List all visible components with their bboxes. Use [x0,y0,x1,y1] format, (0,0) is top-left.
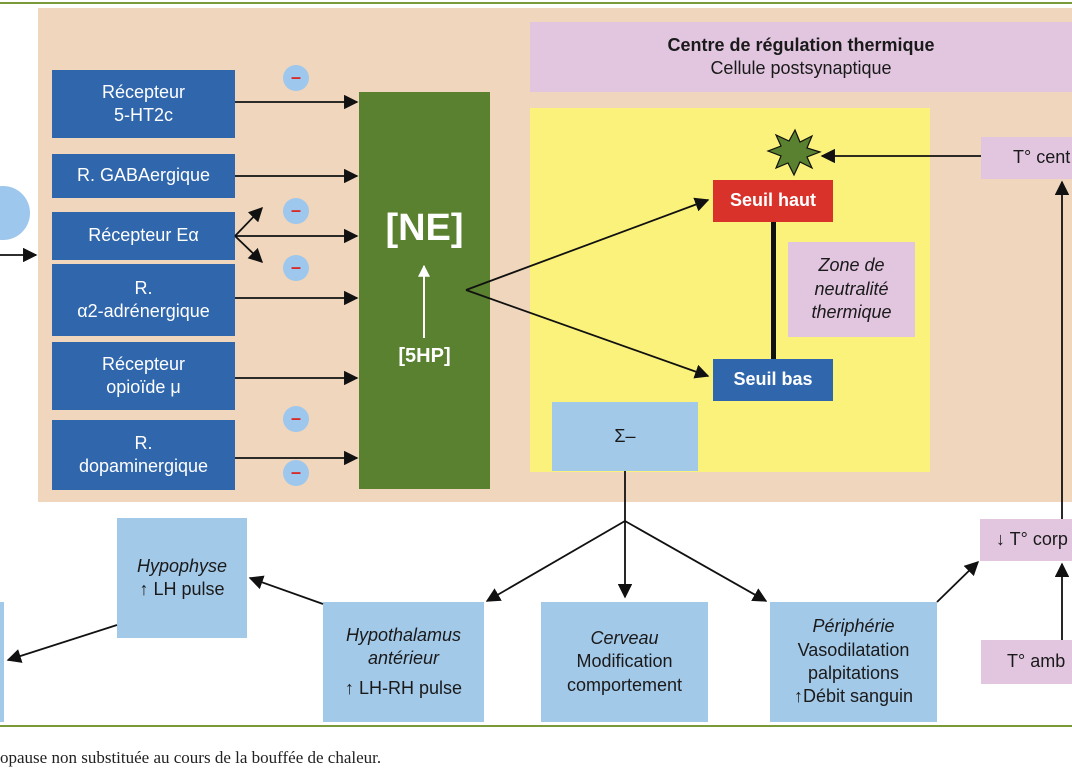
receptor-opioid-l1: Récepteur [101,353,186,374]
left-partial-box [0,602,4,722]
receptor-dopamine-l1: R. [134,432,153,453]
cerveau-l2: Modification [576,651,673,672]
receptor-alpha2: R. α2-adrénergique [52,264,235,336]
peripherie-l4: ↑Débit sanguin [793,686,914,707]
hypothalamus-l2: antérieur [367,648,440,669]
t-central-box: T° cent [981,137,1072,179]
arrow-ealpha-up [234,206,263,237]
seuil-haut: Seuil haut [713,180,833,222]
sigma-box: Σ– [552,402,698,471]
minus-4: – [283,406,309,432]
zone-l2: neutralité [814,278,889,299]
center-title: Centre de régulation thermique [667,34,935,55]
minus-3: – [283,255,309,281]
arrow-to-seuil-haut [465,197,710,291]
peripherie-l3: palpitations [807,663,900,683]
arrow-to-hypophyse [248,575,324,605]
cerveau-l1: Cerveau [590,627,659,648]
hypothalamus-l1: Hypothalamus [345,624,462,645]
hypophyse-box: Hypophyse ↑ LH pulse [117,518,247,638]
zone-l1: Zone de [818,255,885,276]
t-amb-box: T° amb [981,640,1072,684]
zone-neutralite: Zone de neutralité thermique [788,242,915,337]
receptor-5ht2c: Récepteur 5-HT2c [52,70,235,138]
receptor-alpha2-l2: α2-adrénergique [77,301,210,321]
receptor-dopamine-l2: dopaminergique [78,456,209,476]
arrow-to-tcorp [936,560,980,603]
arrow-to-hypothalamus [485,520,626,602]
minus-5: – [283,460,309,486]
seuil-bas: Seuil bas [713,359,833,401]
arrow-ealpha-down [234,235,264,263]
hypophyse-title: Hypophyse [136,555,228,576]
center-title-box: Centre de régulation thermique Cellule p… [530,22,1072,92]
center-subtitle: Cellule postsynaptique [710,58,892,78]
ne-sub: [5HP] [398,345,451,368]
star-burst-icon [766,128,822,177]
receptor-5ht2c-l2: 5-HT2c [113,105,173,125]
peripherie-l1: Périphérie [812,616,895,637]
arrow-to-left [6,624,118,663]
receptor-gaba: R. GABAergique [52,154,235,198]
cerveau-l3: comportement [566,674,683,695]
seuil-connector [771,222,776,359]
top-border [0,2,1072,4]
receptor-opioid: Récepteur opioïde μ [52,342,235,410]
receptor-gaba-l1: R. GABAergique [76,165,211,186]
cerveau-box: Cerveau Modification comportement [541,602,708,722]
receptor-alpha2-l1: R. [134,277,153,298]
ne-label: [NE] [385,207,464,249]
hypophyse-text: ↑ LH pulse [139,579,225,599]
hypothalamus-box: Hypothalamus antérieur ↑ LH-RH pulse [323,602,484,722]
receptor-dopamine: R. dopaminergique [52,420,235,490]
receptor-ealpha: Récepteur Eα [52,212,235,260]
receptor-ealpha-l1: Récepteur Eα [88,225,199,246]
receptor-5ht2c-l1: Récepteur [101,81,186,102]
zone-l3: thermique [811,302,892,323]
arrow-to-peripherie [624,520,768,602]
caption: opause non substituée au cours de la bou… [0,748,382,767]
minus-2: – [283,198,309,224]
arrow-to-seuil-bas [465,289,710,379]
t-corp-box: ↓ T° corp [980,519,1072,561]
receptor-opioid-l2: opioïde μ [106,377,181,397]
bottom-border [0,725,1072,727]
minus-1: – [283,65,309,91]
peripherie-l2: Vasodilatation [797,639,910,660]
peripherie-box: Périphérie Vasodilatation palpitations ↑… [770,602,937,722]
hypothalamus-l3: ↑ LH-RH pulse [344,677,463,698]
